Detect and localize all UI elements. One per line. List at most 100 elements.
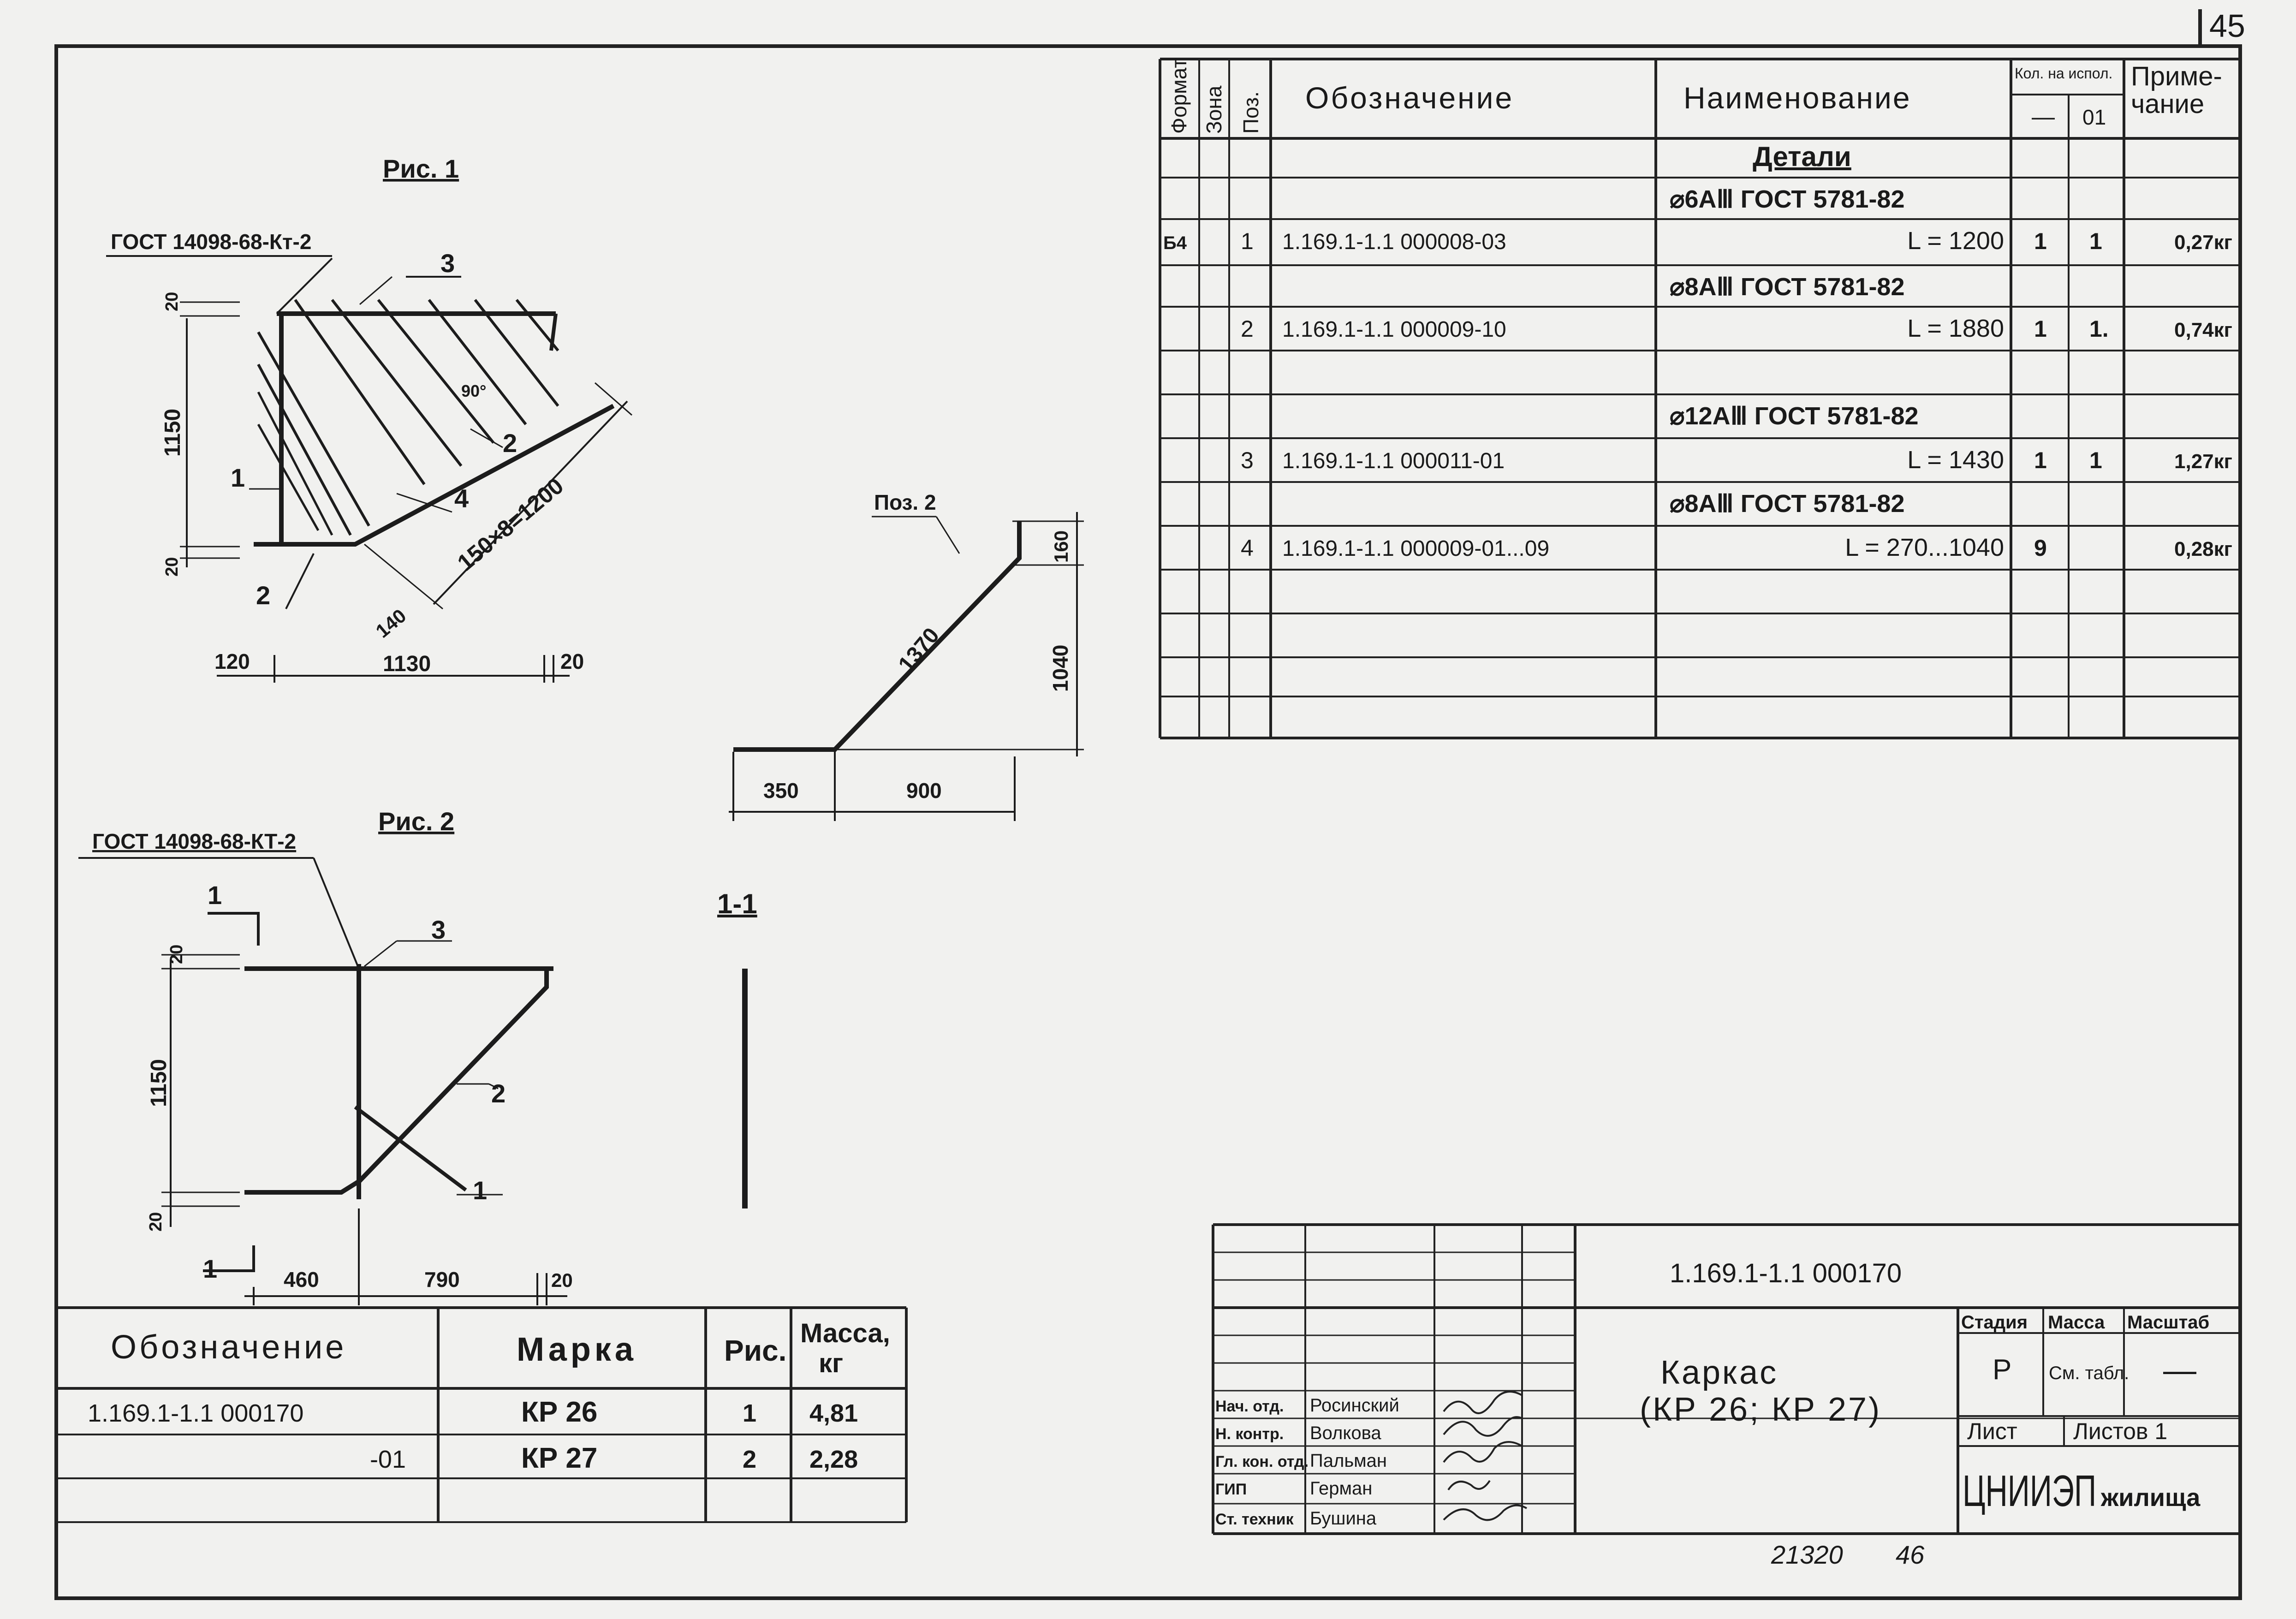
- spec-table: [1159, 58, 2240, 739]
- spec-pos: 3: [1241, 447, 1254, 473]
- hdr-note-line2: чание: [2131, 89, 2204, 119]
- spec-designation: 1.169.1-1.1 000009-10: [1282, 317, 1506, 342]
- mark-mark: КР 27: [521, 1442, 597, 1474]
- signer-name: Росинский: [1310, 1395, 1399, 1416]
- fig1-dim-step: 140: [372, 605, 410, 642]
- hdr-qty-a: —: [2032, 104, 2055, 130]
- fig1-dim-bottom: 20: [162, 557, 182, 577]
- spec-designation: 1.169.1-1.1 000009-01...09: [1282, 536, 1549, 561]
- tb-org: ЦНИИЭП: [1963, 1466, 2096, 1516]
- hdr-note-line1: Приме-: [2131, 61, 2222, 91]
- spec-note: 1,27кг: [2174, 450, 2232, 473]
- spec-qty-b: 1: [2089, 228, 2102, 254]
- fig2-pos1: 1: [473, 1176, 487, 1205]
- fig2-drawing: [78, 857, 567, 1305]
- tb-scale-label: Масштаб: [2127, 1312, 2209, 1333]
- fig1-gost: ГОСТ 14098-68-Кт-2: [111, 230, 311, 254]
- hdr-designation: Обозначение: [1305, 81, 1514, 115]
- footer-page: 46: [1896, 1540, 1925, 1569]
- signer-role: Н. контр.: [1215, 1425, 1284, 1443]
- mark-designation: -01: [370, 1446, 406, 1473]
- fig1-pos4: 4: [454, 484, 469, 513]
- spec-qty-b: 1: [2089, 447, 2102, 473]
- tb-name-line1: Каркас: [1660, 1354, 1778, 1391]
- hdr-pos: Поз.: [1239, 91, 1263, 134]
- mark-hdr-mark: Марка: [517, 1331, 637, 1368]
- hdr-format: Формат: [1167, 59, 1191, 134]
- spec-note: 0,74кг: [2174, 319, 2232, 341]
- fig2-dim-right: 790: [424, 1268, 460, 1292]
- signatures: [1443, 1391, 1528, 1521]
- signer-name: Герман: [1310, 1478, 1372, 1499]
- spec-pos: 1: [1241, 228, 1254, 254]
- footer-archive: 21320: [1771, 1540, 1843, 1569]
- pos2-dim-diag: 1370: [894, 623, 944, 677]
- tb-org-suffix: жилища: [2100, 1484, 2201, 1512]
- hdr-name: Наименование: [1683, 81, 1911, 115]
- tb-mass: См. табл.: [2049, 1363, 2129, 1383]
- fig1-pos2b: 2: [503, 429, 517, 458]
- sheet-frame: [54, 44, 2242, 1600]
- sheet-number: 45: [2209, 8, 2245, 44]
- title-block: [1212, 1223, 2240, 1535]
- spec-name: L = 1200: [1907, 227, 2004, 255]
- hdr-qty: Кол. на испол.: [2015, 65, 2112, 82]
- fig1-title: Рис. 1: [383, 154, 459, 183]
- pos2-title: Поз. 2: [874, 490, 936, 514]
- spec-qty-a: 9: [2034, 535, 2047, 561]
- spec-name: L = 270...1040: [1845, 534, 2004, 561]
- fig2-dim-bottom: 20: [146, 1212, 166, 1232]
- hdr-note: Приме- чание: [2131, 61, 2230, 119]
- signer-role: Гл. кон. отд.: [1215, 1453, 1309, 1470]
- mark-designation: 1.169.1-1.1 000170: [88, 1399, 303, 1427]
- fig1-pos2: 2: [256, 581, 270, 610]
- spec-qty-a: 1: [2034, 316, 2047, 342]
- fig1-angle: 90°: [461, 381, 486, 400]
- fig2-pos3: 3: [431, 915, 446, 944]
- mark-mark: КР 26: [521, 1396, 597, 1428]
- mark-hdr-mass: Масса, кг: [800, 1318, 898, 1378]
- signer-name: Волкова: [1310, 1423, 1381, 1443]
- mark-hdr-mass-line2: кг: [819, 1348, 843, 1378]
- fig2-section-mark-bottom: 1: [203, 1254, 217, 1283]
- spec-name: L = 1880: [1907, 315, 2004, 342]
- fig2-dim-right-off: 20: [551, 1269, 573, 1291]
- signer-role: Ст. техник: [1215, 1511, 1294, 1528]
- mark-hdr-fig: Рис.: [724, 1334, 786, 1367]
- spec-qty-a: 1: [2034, 228, 2047, 254]
- spec-name: ⌀8АⅢ ГОСТ 5781-82: [1670, 490, 1905, 518]
- spec-note: 0,27кг: [2174, 231, 2232, 254]
- tb-mass-label: Масса: [2048, 1312, 2105, 1333]
- signer-role: Нач. отд.: [1215, 1398, 1284, 1415]
- spec-pos: 4: [1241, 535, 1254, 561]
- pos2-drawing: [729, 512, 1084, 821]
- mark-hdr-designation: Обозначение: [111, 1329, 346, 1366]
- fig2-dim-height: 1150: [147, 1059, 171, 1107]
- signer-name: Пальман: [1310, 1451, 1387, 1471]
- spec-name: ⌀12АⅢ ГОСТ 5781-82: [1670, 402, 1919, 430]
- tb-scale: —: [2163, 1352, 2196, 1389]
- fig1-dim-diag: 150×8=1200: [452, 473, 568, 576]
- mark-hdr-mass-line1: Масса,: [800, 1318, 890, 1348]
- fig1-dim-height: 1150: [161, 409, 185, 457]
- spec-designation: 1.169.1-1.1 000011-01: [1282, 449, 1505, 473]
- fig1-dim-top: 20: [162, 292, 182, 311]
- spec-designation: 1.169.1-1.1 000008-03: [1282, 230, 1506, 254]
- tb-code: 1.169.1-1.1 000170: [1670, 1258, 1902, 1288]
- tb-stage-label: Стадия: [1961, 1312, 2028, 1333]
- mark-table: [56, 1306, 908, 1523]
- fig2-gost: ГОСТ 14098-68-КТ-2: [92, 829, 296, 853]
- signer-role: ГИП: [1215, 1481, 1247, 1498]
- fig1-dim-right: 20: [560, 649, 584, 673]
- fig1-pos3: 3: [440, 249, 455, 278]
- signer-name: Бушина: [1310, 1508, 1377, 1529]
- spec-name: ⌀6АⅢ ГОСТ 5781-82: [1670, 185, 1905, 213]
- spec-name: L = 1430: [1907, 446, 2004, 474]
- tb-stage: Р: [1993, 1354, 2011, 1386]
- tb-sheets-label: Листов 1: [2073, 1418, 2167, 1444]
- fig1-dim-width: 1130: [383, 652, 431, 676]
- pos2-dim-width: 900: [906, 779, 942, 803]
